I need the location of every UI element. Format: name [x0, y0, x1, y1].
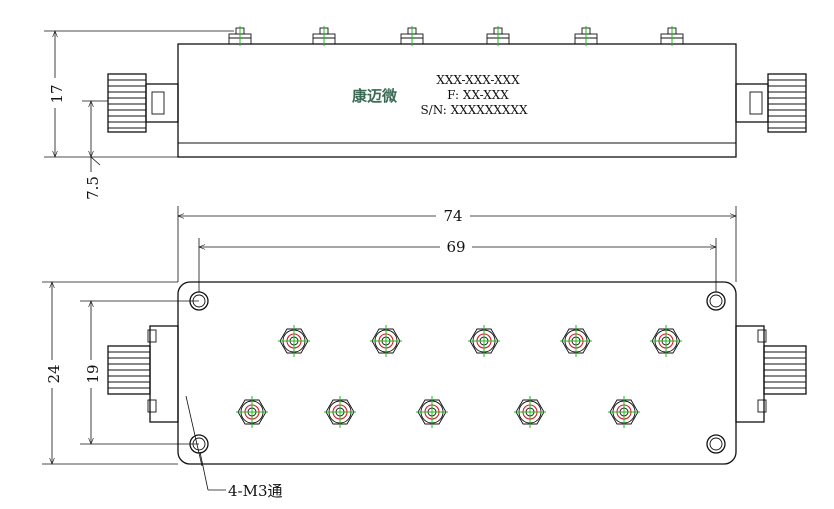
- dim-connector-offset-value: 7.5: [84, 176, 102, 200]
- sma-connector-left-top: [107, 325, 179, 423]
- tuning-screws-top-view: [236, 325, 682, 428]
- dim-hole-pitch: 19: [80, 300, 199, 445]
- dim-hole-spacing: 69: [198, 237, 717, 292]
- top-view: 74 69 24 19: [42, 206, 807, 500]
- dim-hole-spacing-value: 69: [446, 238, 465, 256]
- side-view: 康迈微 XXX-XXX-XXX F: XX-XXX S/N: XXXXXXXXX…: [44, 26, 807, 200]
- dim-width: 24: [42, 281, 178, 465]
- dim-height: 17: [44, 30, 234, 158]
- model-number: XXX-XXX-XXX: [436, 73, 520, 87]
- sma-connector-left: [107, 73, 179, 133]
- dim-length: 74: [177, 206, 737, 282]
- top-body: [177, 281, 737, 465]
- sma-connector-right-top: [735, 325, 807, 423]
- sma-connector-right: [735, 73, 807, 133]
- brand-logo: 康迈微: [352, 87, 398, 105]
- hole-callout-text: 4-M3通: [228, 482, 283, 500]
- hole-callout: 4-M3通: [185, 395, 283, 500]
- dim-length-value: 74: [443, 207, 462, 225]
- serial-number: S/N: XXXXXXXXX: [420, 103, 528, 117]
- dim-connector-offset: 7.5: [82, 100, 108, 200]
- dim-width-value: 24: [45, 364, 63, 383]
- mounting-holes: [189, 291, 726, 454]
- dim-height-value: 17: [48, 84, 66, 103]
- frequency-text: F: XX-XXX: [447, 88, 509, 102]
- product-label: 康迈微 XXX-XXX-XXX F: XX-XXX S/N: XXXXXXXXX: [352, 73, 528, 117]
- dim-hole-pitch-value: 19: [84, 364, 102, 383]
- tuning-screws-top: [228, 26, 684, 46]
